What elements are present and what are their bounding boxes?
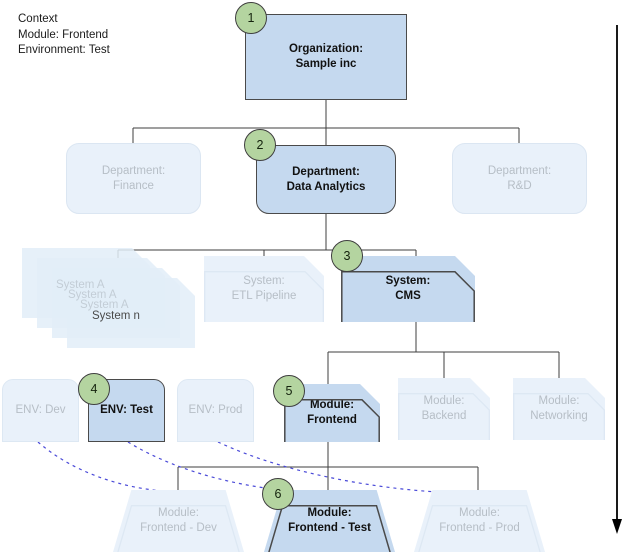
stack-label-4: System n (92, 310, 140, 322)
stack-card-4 (67, 278, 195, 348)
step-badge-1: 1 (235, 2, 267, 34)
stack-label-3: System A (80, 299, 129, 311)
node-label: Module: Frontend (307, 399, 357, 426)
link-env-test-to-deploy-test (127, 441, 329, 494)
node-label: ENV: Test (100, 404, 153, 416)
step-badge-5: 5 (273, 375, 305, 407)
node-system-cms[interactable]: System: CMS (341, 256, 475, 322)
node-department-finance[interactable]: Department: Finance (66, 143, 201, 214)
node-department-rnd[interactable]: Department: R&D (452, 143, 587, 214)
node-label: Module: Frontend - Test (288, 507, 371, 534)
step-badge-3: 3 (331, 240, 363, 272)
context-text: Context Module: Frontend Environment: Te… (18, 13, 110, 56)
node-label: Department: R&D (487, 164, 552, 192)
node-label: Department: Finance (101, 164, 166, 192)
link-env-prod-to-deploy-prod (217, 441, 479, 494)
node-deploy-frontend-prod[interactable]: Module: Frontend - Prod (414, 490, 545, 552)
node-label: ENV: Dev (15, 404, 66, 416)
node-label: ENV: Prod (188, 404, 243, 416)
node-module-networking[interactable]: Module: Networking (513, 378, 605, 440)
node-deploy-frontend-dev[interactable]: Module: Frontend - Dev (113, 490, 244, 552)
node-label: Module: Networking (530, 395, 588, 422)
node-env-dev[interactable]: ENV: Dev (2, 379, 79, 442)
flow-arrow-group (612, 25, 622, 534)
node-organization-sample-inc[interactable]: Organization: Sample inc (245, 14, 407, 100)
node-label: System: ETL Pipeline (231, 275, 297, 302)
node-label: Module: Frontend - Dev (140, 507, 217, 534)
context-legend: Context Module: Frontend Environment: Te… (18, 12, 110, 59)
stack-label-2: System A (68, 289, 117, 301)
node-label: Department: Data Analytics (286, 165, 366, 193)
node-label: Organization: Sample inc (288, 43, 364, 70)
step-badge-4: 4 (78, 373, 110, 405)
node-label: Module: Frontend - Prod (439, 507, 520, 534)
node-label: Module: Backend (421, 395, 467, 422)
step-badge-6: 6 (262, 478, 294, 510)
link-env-dev-to-deploy-dev (37, 441, 179, 493)
node-env-prod[interactable]: ENV: Prod (177, 379, 254, 442)
node-department-data-analytics[interactable]: Department: Data Analytics (256, 145, 396, 214)
node-label: System: CMS (385, 275, 431, 302)
stack-label-1: System A (56, 279, 105, 291)
node-system-etl-pipeline[interactable]: System: ETL Pipeline (204, 256, 324, 322)
node-module-backend[interactable]: Module: Backend (398, 378, 490, 440)
step-badge-2: 2 (244, 129, 276, 161)
node-env-test[interactable]: ENV: Test (88, 379, 165, 442)
